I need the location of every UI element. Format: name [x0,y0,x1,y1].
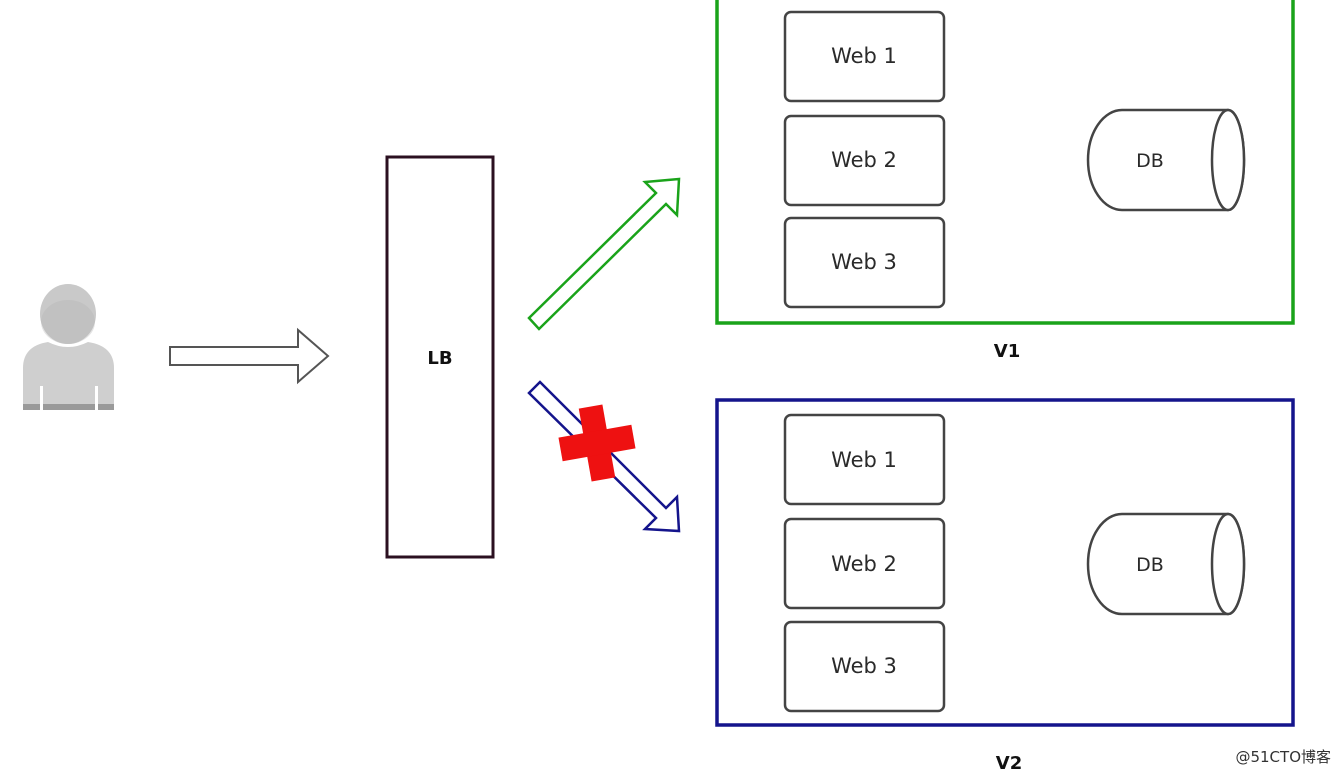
web-server-label: Web 2 [831,552,897,576]
web-server-label: Web 1 [831,44,897,68]
load-balancer-label: LB [427,348,452,369]
web-server-box [783,10,946,103]
blocked-route-marker [558,404,636,482]
web-server-box [783,114,946,207]
database-cylinder [1086,108,1246,212]
lb-to-v1-arrow [527,177,681,331]
user-to-lb-arrow [169,327,330,385]
watermark-text: @51CTO博客 [1235,748,1331,766]
web-server-label: Web 2 [831,148,897,172]
environment-v2-frame [715,398,1295,727]
environment-v1: Web 1 Web 2 Web 3 DB [715,0,1295,325]
environment-v2: Web 1 Web 2 Web 3 DB [715,398,1295,727]
user-icon [23,284,114,410]
web-server-box [783,413,946,506]
web-server-box [783,517,946,610]
web-server-label: Web 3 [831,250,897,274]
database-label: DB [1136,150,1164,172]
environment-v1-frame [715,0,1295,325]
database-label: DB [1136,554,1164,576]
web-server-label: Web 1 [831,448,897,472]
load-balancer-box [385,155,495,559]
web-server-label: Web 3 [831,654,897,678]
web-server-box [783,216,946,309]
database-cylinder [1086,512,1246,616]
environment-v2-label: V2 [996,753,1022,774]
environment-v1-label: V1 [994,341,1020,362]
web-server-box [783,620,946,713]
